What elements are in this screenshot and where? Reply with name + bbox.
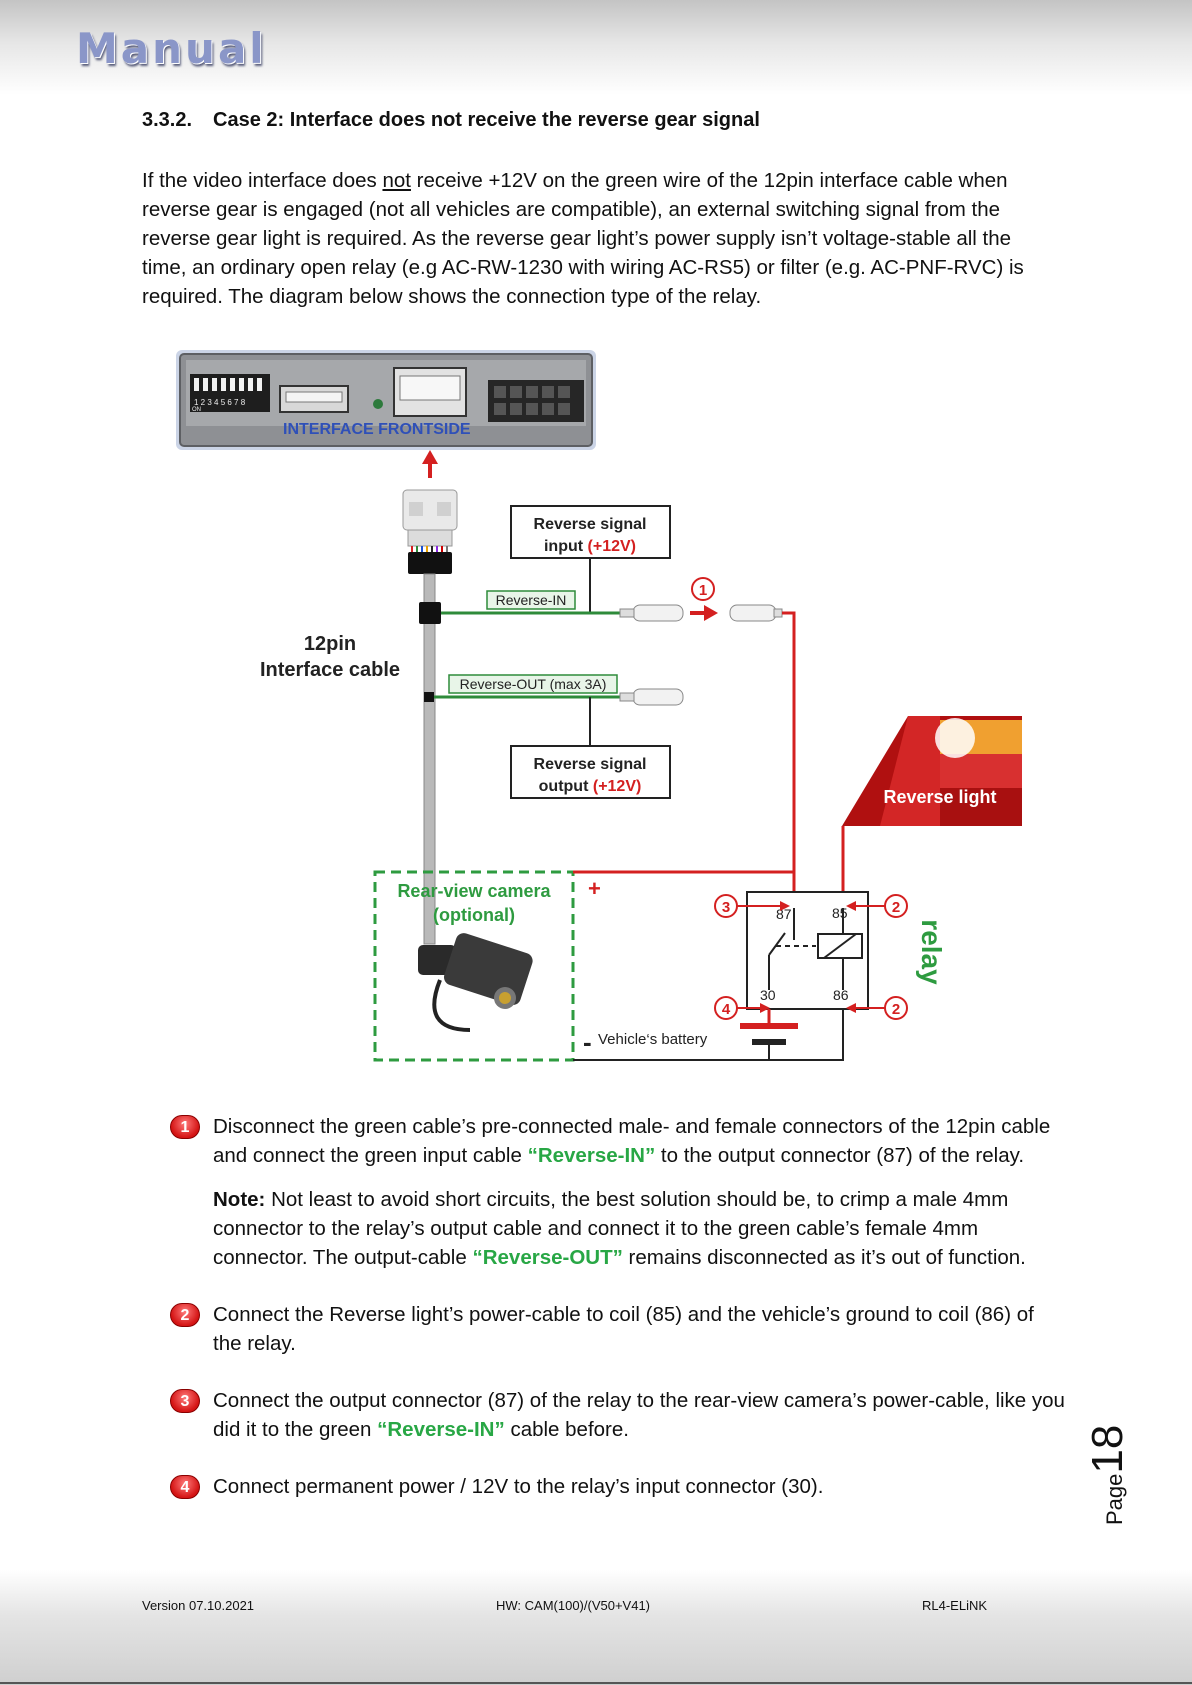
right-arrow-icon [690,605,718,621]
callout-4: 4 [714,996,770,1020]
svg-text:1: 1 [699,582,707,599]
reverse-out-highlight: “Reverse-OUT” [472,1246,623,1269]
plus-sign: + [588,876,601,901]
callout-2-bottom: 2 [846,996,908,1020]
pin-30-label: 30 [760,987,776,1003]
footer-version: Version 07.10.2021 [142,1598,255,1613]
footer-bar: Version 07.10.2021 HW: CAM(100)/(V50+V41… [0,1570,1192,1685]
relay-box: 87 85 30 86 [746,891,869,1010]
footer-product: RL4-ELiNK [922,1598,988,1613]
interface-cable [402,489,458,945]
cable-label-line2: Interface cable [260,659,400,681]
svg-text:2: 2 [892,1001,900,1018]
reverse-light-label: Reverse light [883,787,996,807]
camera-label-line1: Rear-view camera [397,881,551,901]
reverse-out-connector-icon [619,688,684,706]
step-1: 1 Disconnect the green cable’s pre-conne… [165,1112,1065,1272]
step-3-text: Connect the output connector (87) of the… [213,1389,1065,1441]
intro-underlined-word: not [382,169,411,192]
page-word: Page [1102,1473,1127,1525]
reverse-signal-output-box: Reverse signal output (+12V) [510,745,671,799]
step-1-note: Note: Not least to avoid short circuits,… [213,1188,1026,1269]
pin-87-label: 87 [776,906,792,922]
battery-icon [740,1009,844,1061]
step-1-badge: 1 [170,1115,200,1139]
step-4-text: Connect permanent power / 12V to the rel… [213,1475,824,1498]
reverse-input-voltage: (+12V) [588,538,636,555]
vehicle-battery-label: Vehicle‘s battery [598,1031,708,1048]
dip-numbers: 1 2 3 4 5 6 7 8 [194,398,246,407]
callout-2-top: 2 [846,894,908,918]
interface-device: 1 2 3 4 5 6 7 8 ON INTERFACE FRONTSIDE [176,350,596,450]
pin-86-label: 86 [833,987,849,1003]
reverse-output-voltage: (+12V) [593,778,641,795]
female-connector-icon [619,604,684,622]
section-heading: 3.3.2. Case 2: Interface does not receive… [142,109,760,132]
footer-divider [0,1682,1192,1684]
svg-text:3: 3 [722,899,730,916]
intro-text-1: If the video interface does [142,169,383,192]
camera-dashed-box [373,870,575,1062]
step-2-text: Connect the Reverse light’s power-cable … [213,1303,1034,1355]
svg-text:output (+12V): output (+12V) [539,778,642,795]
up-arrow-icon [422,450,438,478]
minus-sign: - [583,1027,592,1057]
svg-text:4: 4 [722,1001,731,1018]
step-1-text: Disconnect the green cable’s pre-connect… [213,1115,1051,1167]
svg-text:2: 2 [892,899,900,916]
instruction-steps: 1 Disconnect the green cable’s pre-conne… [165,1112,1065,1501]
reverse-in-tag: Reverse-IN [496,592,567,608]
wiring-diagram: 1 2 3 4 5 6 7 8 ON INTERFACE FRONTSIDE [176,350,1022,1062]
camera-icon [418,933,533,1032]
male-connector-icon [729,604,783,622]
intro-paragraph: If the video interface does not receive … [142,166,1052,311]
section-title: Case 2: Interface does not receive the r… [213,109,760,131]
page-number: Page18 [1083,1425,1133,1525]
reverse-output-line2: output [539,778,593,795]
step-3-badge: 3 [170,1389,200,1413]
cable-label-line1: 12pin [304,633,356,655]
callout-3: 3 [714,894,790,918]
footer-hw: HW: CAM(100)/(V50+V41) [496,1598,651,1613]
reverse-signal-input-box: Reverse signal input (+12V) [510,505,671,559]
relay-87-wire [782,611,796,908]
step-3: 3 Connect the output connector (87) of t… [165,1386,1065,1444]
step-2: 2 Connect the Reverse light’s power-cabl… [165,1300,1065,1358]
dip-on-label: ON [192,407,201,413]
manual-logo: Manual [76,24,267,73]
led-icon [373,399,383,409]
svg-text:input (+12V): input (+12V) [544,538,636,555]
pin-85-label: 85 [832,905,848,921]
step-4: 4 Connect permanent power / 12V to the r… [165,1472,1065,1501]
reverse-out-tag: Reverse-OUT (max 3A) [460,676,607,692]
callout-1: 1 [691,577,715,601]
note-label: Note: [213,1188,266,1211]
reverse-in-highlight: “Reverse-IN” [527,1144,656,1167]
reverse-light-lamp: Reverse light [842,716,1022,826]
page-number-value: 18 [1083,1424,1132,1474]
reverse-output-line1: Reverse signal [534,756,647,773]
reverse-input-line2: input [544,538,588,555]
reverse-input-line1: Reverse signal [534,516,647,533]
section-number: 3.3.2. [142,109,193,131]
relay-label: relay [916,919,947,985]
camera-label-line2: (optional) [433,905,515,925]
interface-frontside-label: INTERFACE FRONTSIDE [283,421,471,438]
reverse-in-highlight: “Reverse-IN” [377,1418,505,1441]
intro-text-2: receive +12V on the green wire of the 12… [142,169,1024,308]
step-4-badge: 4 [170,1475,200,1499]
header-bar: Manual [0,0,1192,95]
step-2-badge: 2 [170,1303,200,1327]
